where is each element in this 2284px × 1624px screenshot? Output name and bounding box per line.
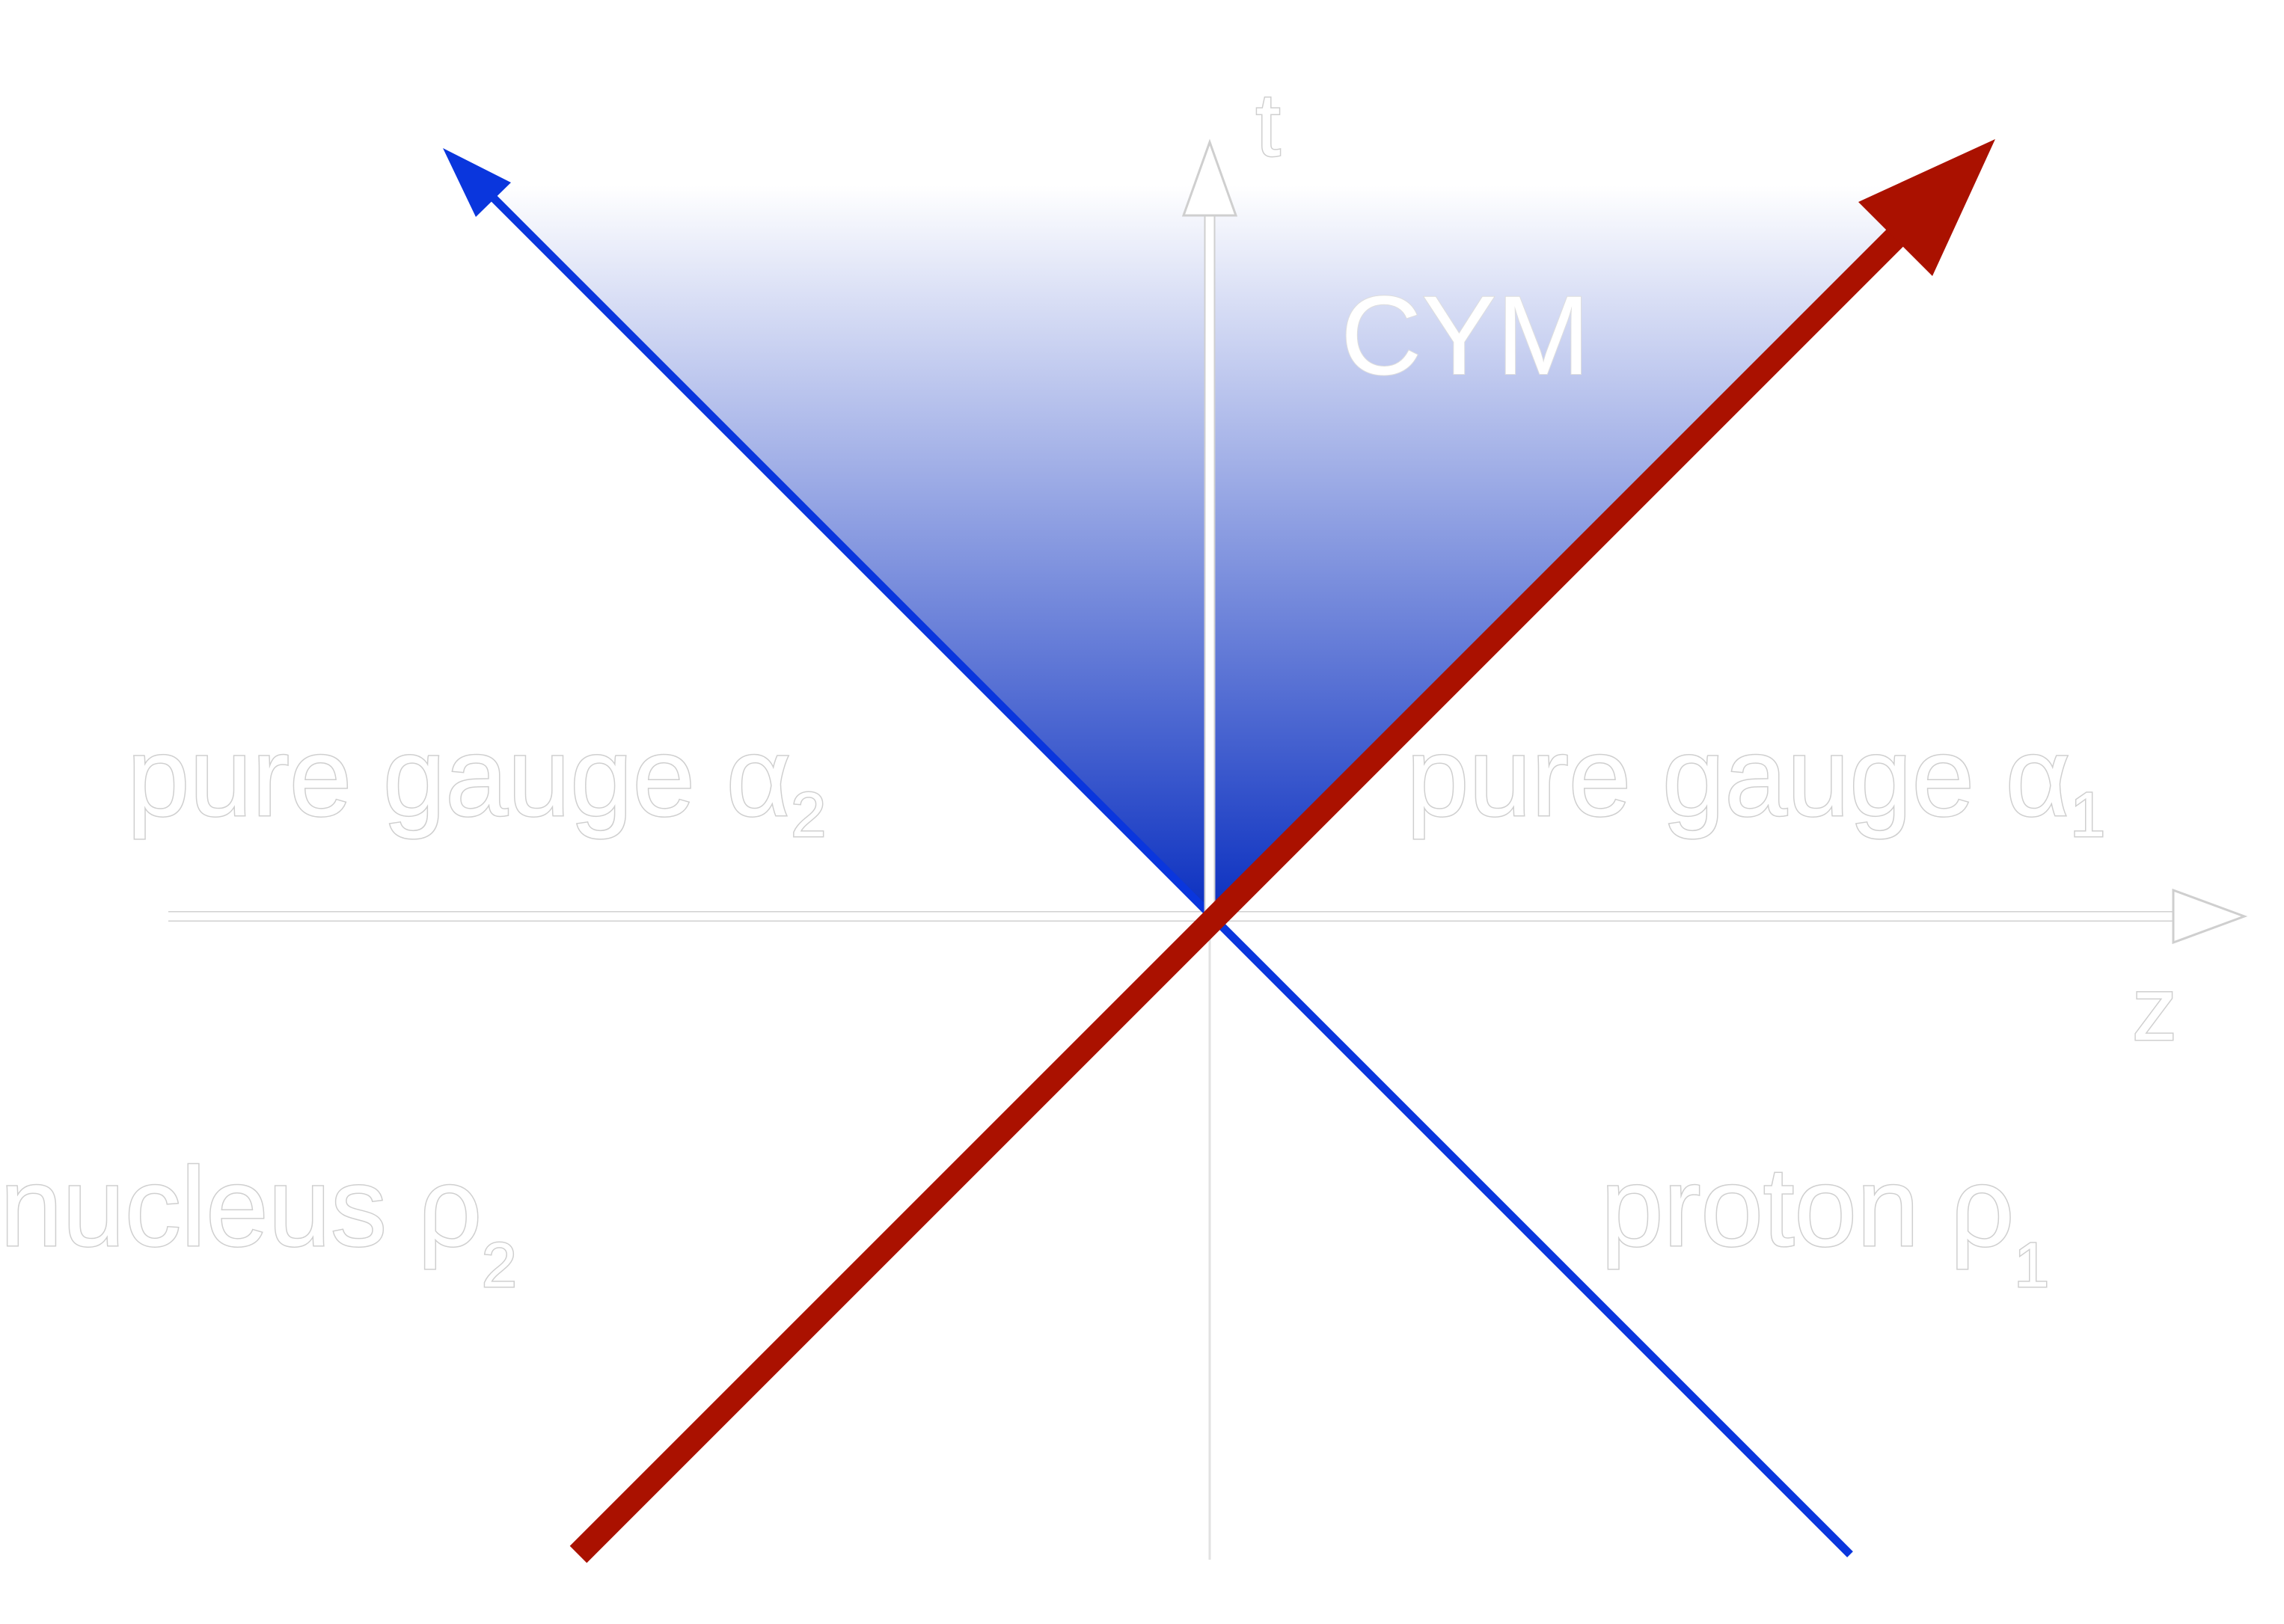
nucleus-worldline — [443, 148, 1853, 1557]
t-axis — [1181, 138, 1238, 916]
t-axis-label: t — [1255, 75, 1280, 175]
nucleus-arrowhead — [443, 148, 511, 217]
t-axis-arrowhead — [1181, 138, 1238, 217]
proton-text: proton ρ — [1601, 1144, 2014, 1269]
left-gauge-label: pure gauge α2 — [127, 714, 826, 850]
right-gauge-label: pure gauge α1 — [1406, 714, 2105, 850]
nucleus-subscript: 2 — [482, 1230, 517, 1300]
proton-arrowhead — [1858, 139, 1995, 276]
proton-subscript: 1 — [2014, 1230, 2049, 1300]
nucleus-label: nucleus ρ2 — [0, 1144, 517, 1300]
left-gauge-subscript: 2 — [791, 779, 826, 850]
z-axis — [168, 888, 2248, 945]
z-axis-label: z — [2132, 959, 2177, 1059]
z-axis-arrowhead — [2172, 888, 2248, 945]
right-gauge-subscript: 1 — [2070, 779, 2105, 850]
proton-worldline — [569, 139, 1995, 1563]
proton-label: proton ρ1 — [1601, 1144, 2049, 1300]
cym-label: CYM — [1341, 272, 1590, 398]
nucleus-text: nucleus ρ — [0, 1144, 482, 1269]
right-gauge-text: pure gauge α — [1406, 714, 2070, 839]
left-gauge-text: pure gauge α — [127, 714, 791, 839]
